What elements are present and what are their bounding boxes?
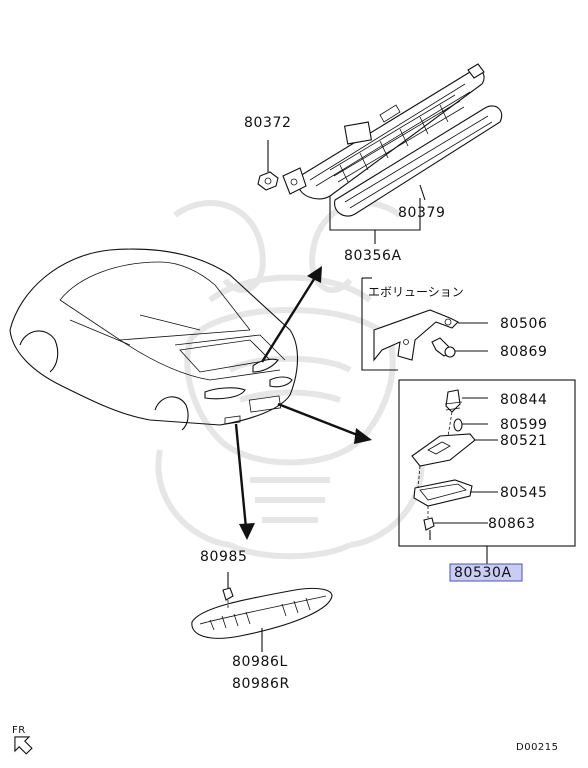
nut-80372 xyxy=(257,140,279,191)
label-fr: FR xyxy=(12,725,26,736)
license-lamp-box xyxy=(398,379,576,564)
pointer-arrows xyxy=(234,266,372,540)
label-80521[interactable]: 80521 xyxy=(500,433,548,449)
label-80844[interactable]: 80844 xyxy=(500,392,548,408)
label-80506[interactable]: 80506 xyxy=(500,316,548,332)
label-80372[interactable]: 80372 xyxy=(244,115,292,131)
label-80599[interactable]: 80599 xyxy=(500,417,548,433)
label-evolution-jp: エボリューション xyxy=(368,285,464,299)
label-80869[interactable]: 80869 xyxy=(500,344,548,360)
label-80530a[interactable]: 80530A xyxy=(454,565,512,581)
lamp-lens-grid xyxy=(329,94,465,183)
watermark-emblem xyxy=(155,199,425,560)
car-body xyxy=(9,248,298,431)
label-80545[interactable]: 80545 xyxy=(500,485,548,501)
evolution-bracket-group xyxy=(361,277,488,371)
side-reflector xyxy=(191,572,333,652)
high-mount-stop-lamp xyxy=(282,63,485,200)
highlight-80530a xyxy=(449,563,523,582)
label-80356a[interactable]: 80356A xyxy=(344,248,402,264)
front-direction-indicator xyxy=(14,736,33,755)
diagram-code: D00215 xyxy=(516,742,559,753)
label-80985[interactable]: 80985 xyxy=(200,549,248,565)
label-80863[interactable]: 80863 xyxy=(488,516,536,532)
label-80986r[interactable]: 80986R xyxy=(232,676,290,692)
label-80379[interactable]: 80379 xyxy=(398,205,446,221)
label-80986l[interactable]: 80986L xyxy=(232,654,288,670)
lamp-lens-80379 xyxy=(334,105,503,217)
